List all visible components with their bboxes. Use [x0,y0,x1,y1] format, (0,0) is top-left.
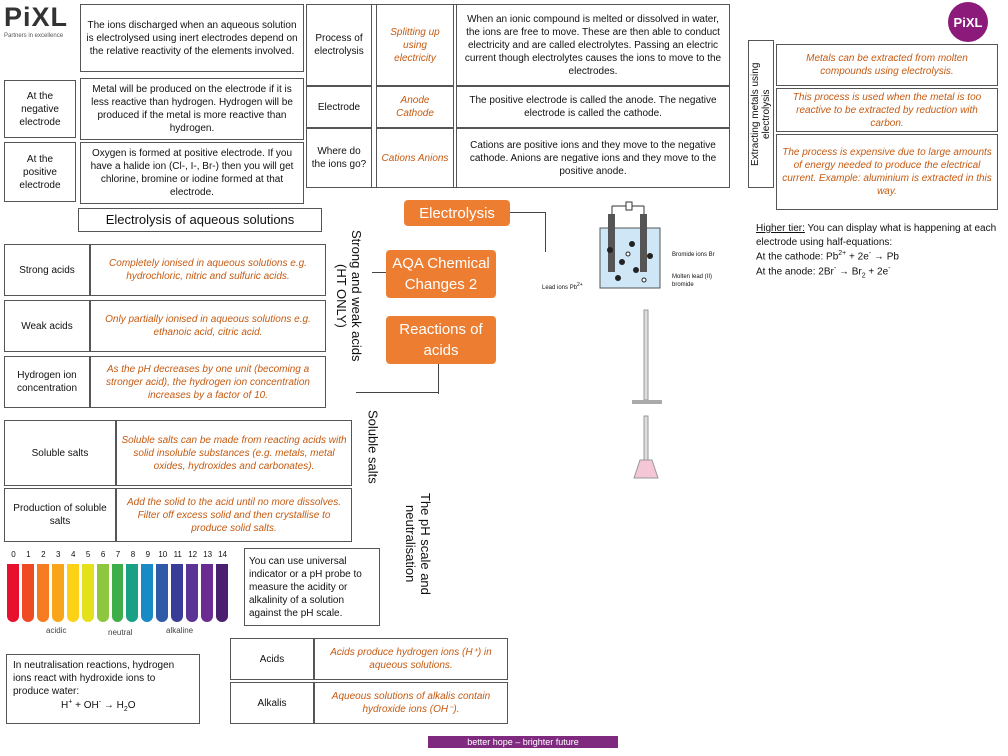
alkalis-text: Aqueous solutions of alkalis contain hyd… [314,682,508,724]
ph-number: 6 [100,550,106,559]
metals-row-3: The process is expensive due to large am… [776,134,998,210]
strong-weak-acids-label: Strong and weak acids (HT ONLY) [334,230,364,362]
aqueous-heading: Electrolysis of aqueous solutions [78,208,322,232]
electrolysis-cell-illustration [599,201,661,289]
neutralisation-box: In neutralisation reactions, hydrogen io… [6,654,200,724]
ph-colour-tube [126,564,139,622]
positive-electrode-label: At the positive electrode [4,142,76,202]
soluble-salts-text: Soluble salts can be made from reacting … [116,420,352,486]
strong-acids-text: Completely ionised in aqueous solutions … [90,244,326,296]
ions-key: Cations Anions [376,128,454,188]
negative-electrode-label: At the negative electrode [4,80,76,138]
ions-label: Where do the ions go? [306,128,372,188]
higher-tier-title: Higher tier: [756,223,805,234]
ph-number: 10 [158,550,168,559]
ph-colour-tube [156,564,169,622]
titration-illustration [620,300,680,490]
reactions-pill: Reactions of acids [386,316,496,364]
ph-number: 4 [70,550,76,559]
connector-line [438,364,439,394]
connector-line [510,212,546,213]
weak-acids-label: Weak acids [4,300,90,352]
ph-colour-tube [96,564,109,622]
production-salts-text: Add the solid to the acid until no more … [116,488,352,542]
pixl-logo-right: PiXL [948,2,988,42]
lead-ions-label: Lead ions Pb2+ [542,282,583,291]
ph-colour-tube [216,564,228,622]
neutralisation-equation: H+ + OH- → H2O [61,699,136,714]
pixl-logo: PiXL Partners in excellence [4,2,78,44]
aqa-title-pill: AQA Chemical Changes 2 [386,250,496,298]
extracting-metals-label: Extracting metals using electrolysis [748,40,774,188]
alkalis-label: Alkalis [230,682,314,724]
positive-electrode-text: Oxygen is formed at positive electrode. … [80,142,304,204]
molten-label: Molten lead (II) bromide [672,274,713,288]
electrode-label: Electrode [306,86,372,128]
ions-text: Cations are positive ions and they move … [456,128,730,188]
ph-number: 0 [11,550,16,559]
ph-alkaline-label: alkaline [166,626,194,635]
ph-number: 9 [145,550,151,559]
ph-acidic-label: acidic [46,626,67,635]
ph-number: 11 [173,550,182,559]
bromide-ions-label: Bromide ions Br [672,252,715,258]
ph-colour-tube [51,564,64,622]
ph-colour-tube [66,564,79,622]
ph-colour-tube [81,564,94,622]
pixl-tagline: Partners in excellence [4,33,64,39]
ph-neutral-label: neutral [108,628,133,637]
ph-number: 3 [56,550,61,559]
ph-number: 8 [130,550,136,559]
production-salts-label: Production of soluble salts [4,488,116,542]
connector-line [545,212,546,252]
ph-colour-tube [171,564,184,622]
process-text: When an ionic compound is melted or diss… [456,4,730,86]
ph-number: 7 [115,550,121,559]
soluble-salts-side-label: Soluble salts [365,410,381,484]
ph-colour-tube [36,564,49,622]
connector-line [356,392,438,393]
ph-neutralisation-label: The pH scale and neutralisation [403,493,433,595]
soluble-salts-label: Soluble salts [4,420,116,486]
connector-line [372,272,386,273]
negative-electrode-text: Metal will be produced on the electrode … [80,78,304,140]
ph-number: 5 [85,550,91,559]
ph-number: 2 [41,550,46,559]
ph-colour-tube [141,564,154,622]
ph-tubes [6,564,230,622]
ph-colour-tube [111,564,124,622]
ph-colour-tube [7,564,19,622]
higher-tier-text: Higher tier: You can display what is hap… [756,223,997,280]
process-key: Splitting up using electricity [376,4,454,86]
indicator-text: You can use universal indicator or a pH … [244,548,380,626]
ph-number: 12 [188,550,198,559]
metals-row-2: This process is used when the metal is t… [776,88,998,132]
metals-row-1: Metals can be extracted from molten comp… [776,44,998,86]
electrode-key: Anode Cathode [376,86,454,128]
acids-label: Acids [230,638,314,680]
electrolysis-pill: Electrolysis [404,200,510,226]
acids-text: Acids produce hydrogen ions (H⁺) in aque… [314,638,508,680]
ph-colour-tube [186,564,199,622]
ph-colour-tube [201,564,214,622]
ph-number: 1 [26,550,31,559]
hydrogen-ion-label: Hydrogen ion concentration [4,356,90,408]
electrode-text: The positive electrode is called the ano… [456,86,730,128]
hydrogen-ion-text: As the pH decreases by one unit (becomin… [90,356,326,408]
ph-number: 13 [203,550,213,559]
electrolysis-diagram: Lead ions Pb2+ Bromide ions Br Molten le… [540,200,750,300]
footer-text: better hope – brighter future [467,737,579,747]
strong-acids-label: Strong acids [4,244,90,296]
ph-colour-tube [21,564,34,622]
ph-number: 14 [218,550,227,559]
aqueous-intro: The ions discharged when an aqueous solu… [80,4,304,72]
process-label: Process of electrolysis [306,4,372,86]
footer-bar: better hope – brighter future [428,736,618,748]
weak-acids-text: Only partially ionised in aqueous soluti… [90,300,326,352]
